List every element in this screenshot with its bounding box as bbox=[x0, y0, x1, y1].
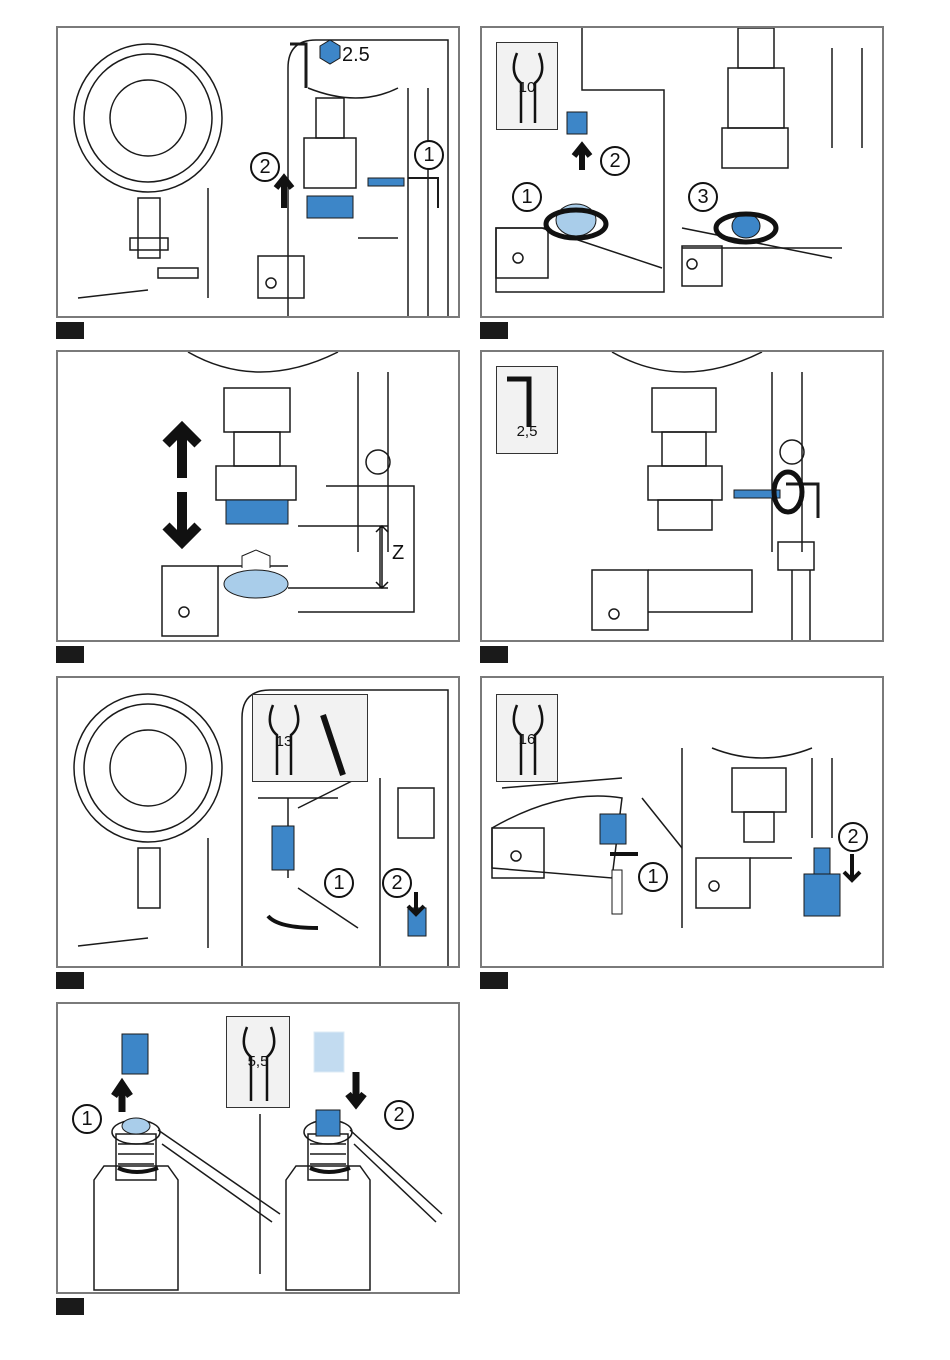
callout-1: 1 bbox=[414, 140, 444, 170]
callout-3: 3 bbox=[688, 182, 718, 212]
dimension-label: Z bbox=[392, 542, 404, 565]
step-2-marker bbox=[480, 322, 508, 339]
step-4-marker bbox=[480, 646, 508, 663]
step-7-marker bbox=[56, 1298, 84, 1315]
step-3-illustration bbox=[58, 352, 460, 642]
step-7-panel: 5,5 1 2 bbox=[56, 1002, 460, 1294]
callout-1: 1 bbox=[638, 862, 668, 892]
step-6-marker bbox=[480, 972, 508, 989]
callout-2: 2 bbox=[838, 822, 868, 852]
wrench-size-tag: 5,5 bbox=[226, 1016, 290, 1108]
callout-2: 2 bbox=[382, 868, 412, 898]
callout-1: 1 bbox=[324, 868, 354, 898]
hex-key-icon bbox=[497, 367, 559, 455]
step-1-panel: 1 2 2.5 bbox=[56, 26, 460, 318]
callout-2: 2 bbox=[600, 146, 630, 176]
step-2-panel: 10 1 2 3 bbox=[480, 26, 884, 318]
step-3-panel: Z bbox=[56, 350, 460, 642]
wrench-size-tag: 16 bbox=[496, 694, 558, 782]
wrench-size-label: 10 bbox=[497, 79, 557, 96]
step-1-marker bbox=[56, 322, 84, 339]
hex-key-size-tag: 2,5 bbox=[496, 366, 558, 454]
wrench-size-label: 5,5 bbox=[227, 1053, 289, 1070]
wrench-size-tag: 10 bbox=[496, 42, 558, 130]
wrench-size-label: 16 bbox=[497, 731, 557, 748]
step-3-marker bbox=[56, 646, 84, 663]
hex-key-size-label: 2.5 bbox=[342, 44, 370, 67]
callout-2: 2 bbox=[384, 1100, 414, 1130]
callout-2: 2 bbox=[250, 152, 280, 182]
step-6-panel: 16 1 2 bbox=[480, 676, 884, 968]
callout-1: 1 bbox=[72, 1104, 102, 1134]
step-5-panel: 13 1 2 bbox=[56, 676, 460, 968]
step-5-marker bbox=[56, 972, 84, 989]
callout-1: 1 bbox=[512, 182, 542, 212]
hex-key-size-label: 2,5 bbox=[497, 423, 557, 440]
wrench-size-label: 13 bbox=[253, 733, 315, 750]
wrench-size-tag: 13 bbox=[252, 694, 368, 782]
step-4-panel: 2,5 bbox=[480, 350, 884, 642]
